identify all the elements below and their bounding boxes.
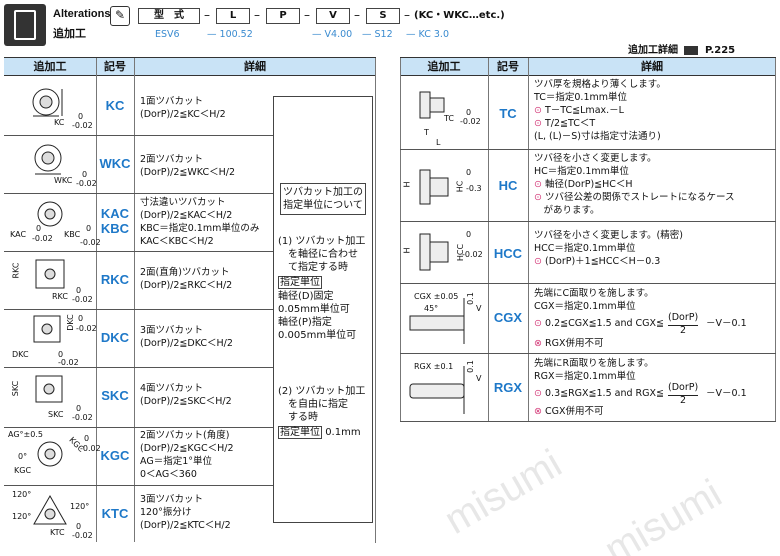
marker-icon: ⊙ — [534, 388, 542, 399]
left-table-header: 追加工 記号 詳細 — [4, 58, 376, 76]
table-row: H HC 0 -0.3 HC ツバ径を小さく変更します。 HC＝指定0.1mm単… — [400, 150, 776, 222]
right-alterations-table: 追加工 記号 詳細 TC 0 -0.02 T L TC ツバ厚を規格より薄くしま… — [400, 57, 776, 422]
table-row: DKC DKC 0 -0.02 0 -0.02 DKC 3面ツバカット (Dor… — [4, 310, 274, 368]
code-box-v: V — [316, 8, 350, 24]
code-box-p: P — [266, 8, 300, 24]
table-row: WKC 0 -0.02 WKC 2面ツバカット (DorP)/2≦WKC＜H/2 — [4, 136, 274, 194]
marker-icon: ⊙ — [534, 192, 542, 203]
table-row: RGX ±0.1 0.1 V RGX 先端にR面取りを施します。 RGX＝指定0… — [400, 354, 776, 422]
code-hc: HC — [498, 178, 518, 193]
code-wkc: WKC — [99, 156, 131, 171]
marker-icon: ⊙ — [534, 105, 542, 116]
table-row: AG°±0.5 0° KGC KGC 0 -0.02 KGC 2面ツバカット(角… — [4, 428, 274, 486]
watermark: misumi — [597, 471, 729, 556]
right-table-header: 追加工 記号 詳細 — [400, 58, 776, 76]
example-v: — V4.00 — [312, 29, 353, 40]
prohibited-icon: ⊗ — [534, 338, 542, 349]
wrench-icon: ✎ — [110, 6, 130, 26]
code-dkc: DKC — [100, 330, 130, 345]
code-rgx: RGX — [493, 380, 523, 395]
code-tail: (KC・WKC…etc.) — [414, 10, 505, 21]
marker-icon: ⊙ — [534, 118, 542, 129]
alterations-title: Alterations — [53, 8, 111, 20]
alterations-icon — [4, 4, 46, 46]
table-row: KAC 0 -0.02 KBC 0 -0.02 KAC KBC 寸法違いツバカッ… — [4, 194, 274, 252]
table-row: 120° 120° 120° KTC 0 -0.02 KTC 3面ツバカット 1… — [12, 490, 231, 540]
code-tc: TC — [499, 106, 517, 121]
code-hcc: HCC — [493, 246, 523, 261]
code-kgc: KGC — [100, 448, 130, 463]
book-icon — [684, 45, 699, 55]
watermark: misumi — [437, 441, 569, 543]
marker-icon: ⊙ — [534, 318, 542, 329]
example-l: — 100.52 — [207, 29, 253, 40]
code-kbc: KBC — [100, 221, 130, 236]
example-type: ESV6 — [155, 29, 180, 40]
code-ktc: KTC — [101, 506, 129, 521]
code-cgx: CGX — [493, 310, 523, 325]
code-kc: KC — [105, 98, 125, 113]
table-row: SKC SKC 0 -0.02 SKC 4面ツバカット (DorP)/2≦SKC… — [4, 368, 274, 428]
table-row: H HCC 0 -0.02 HCC ツバ径を小さく変更します。(精密) HCC＝… — [400, 222, 776, 284]
alterations-subtitle: 追加工 — [53, 27, 86, 40]
left-alterations-table: 追加工 記号 詳細 KC 0 -0.02 KC 1面ツバカット (DorP)/2… — [4, 57, 376, 543]
table-row: KC 0 -0.02 KC 1面ツバカット (DorP)/2≦KC＜H/2 — [4, 76, 274, 136]
prohibited-icon: ⊗ — [534, 406, 542, 417]
marker-icon: ⊙ — [534, 256, 542, 267]
example-alteration: — KC 3.0 — [406, 29, 449, 40]
detail-ref-page: P.225 — [704, 45, 736, 56]
code-kac: KAC — [100, 206, 130, 221]
code-skc: SKC — [101, 388, 129, 403]
detail-ref-label: 追加工詳細 — [628, 45, 678, 56]
code-box-type: 型 式 — [138, 8, 200, 24]
code-box-s: S — [366, 8, 400, 24]
code-rkc: RKC — [100, 272, 130, 287]
table-row: RKC RKC 0 -0.02 RKC 2面(直角)ツバカット (DorP)/2… — [4, 252, 274, 310]
table-row: TC 0 -0.02 T L TC ツバ厚を規格より薄くします。 TC＝指定0.… — [400, 76, 776, 150]
detail-reference[interactable]: 追加工詳細 P.225 — [628, 41, 735, 56]
code-box-l: L — [216, 8, 250, 24]
flange-cut-note: ツバカット加工の 指定単位について (1) ツバカット加工 を軸径に合わせ て指… — [273, 96, 373, 523]
marker-icon: ⊙ — [534, 179, 542, 190]
example-s: — S12 — [362, 29, 393, 40]
table-row: CGX ±0.05 45° 0.1 V CGX 先端にC面取りを施します。 CG… — [400, 284, 776, 354]
